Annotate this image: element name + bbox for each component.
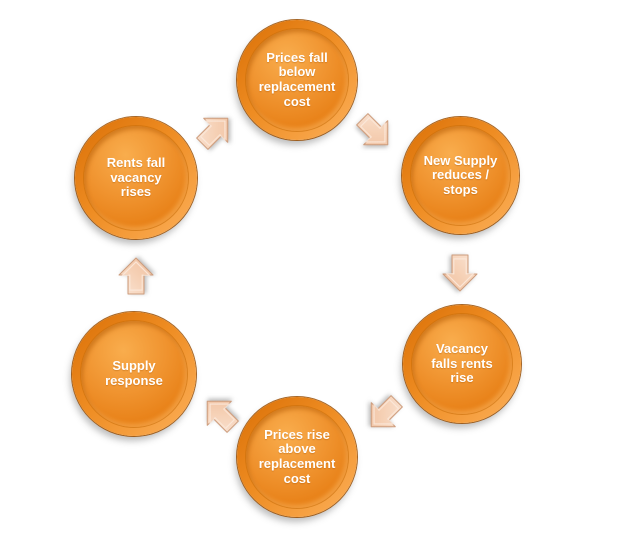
cycle-arrow-up-left <box>192 386 249 443</box>
block-arrow-icon <box>206 400 239 433</box>
cycle-node-prices-rise-above: Prices rise above replacement cost <box>237 397 357 517</box>
cycle-node-vacancy-falls-rents-rise: Vacancy falls rents rise <box>403 305 521 423</box>
cycle-node-face: Rents fall vacancy rises <box>84 126 188 230</box>
block-arrow-icon <box>370 395 403 428</box>
cycle-node-new-supply-reduces: New Supply reduces / stops <box>402 117 519 234</box>
cycle-node-face: Supply response <box>81 321 187 427</box>
cycle-arrow-down-right <box>347 104 404 161</box>
cycle-node-prices-fall-below: Prices fall below replacement cost <box>237 20 357 140</box>
cycle-node-face: New Supply reduces / stops <box>411 126 510 225</box>
cycle-arrow-up <box>116 256 156 296</box>
cycle-node-face: Prices fall below replacement cost <box>246 29 348 131</box>
cycle-node-label: Prices rise above replacement cost <box>258 426 336 486</box>
block-arrow-icon <box>196 117 229 150</box>
cycle-node-supply-response: Supply response <box>72 312 196 436</box>
cycle-node-rents-fall-vacancy-rises: Rents fall vacancy rises <box>75 117 197 239</box>
block-arrow-icon <box>118 257 154 295</box>
cycle-node-face: Prices rise above replacement cost <box>246 406 348 508</box>
cycle-arrow-up-right <box>187 103 244 160</box>
block-arrow-icon <box>356 113 389 146</box>
cycle-node-label: New Supply reduces / stops <box>423 152 498 197</box>
cycle-node-label: Prices fall below replacement cost <box>258 49 336 109</box>
cycle-node-face: Vacancy falls rents rise <box>412 314 512 414</box>
block-arrow-icon <box>442 254 478 292</box>
cycle-node-label: Supply response <box>105 358 163 388</box>
cycle-node-label: Vacancy falls rents rise <box>431 341 493 386</box>
cycle-node-label: Rents fall vacancy rises <box>106 155 166 200</box>
cycle-arrow-down <box>440 253 480 293</box>
cycle-arrow-down-left <box>356 386 413 443</box>
